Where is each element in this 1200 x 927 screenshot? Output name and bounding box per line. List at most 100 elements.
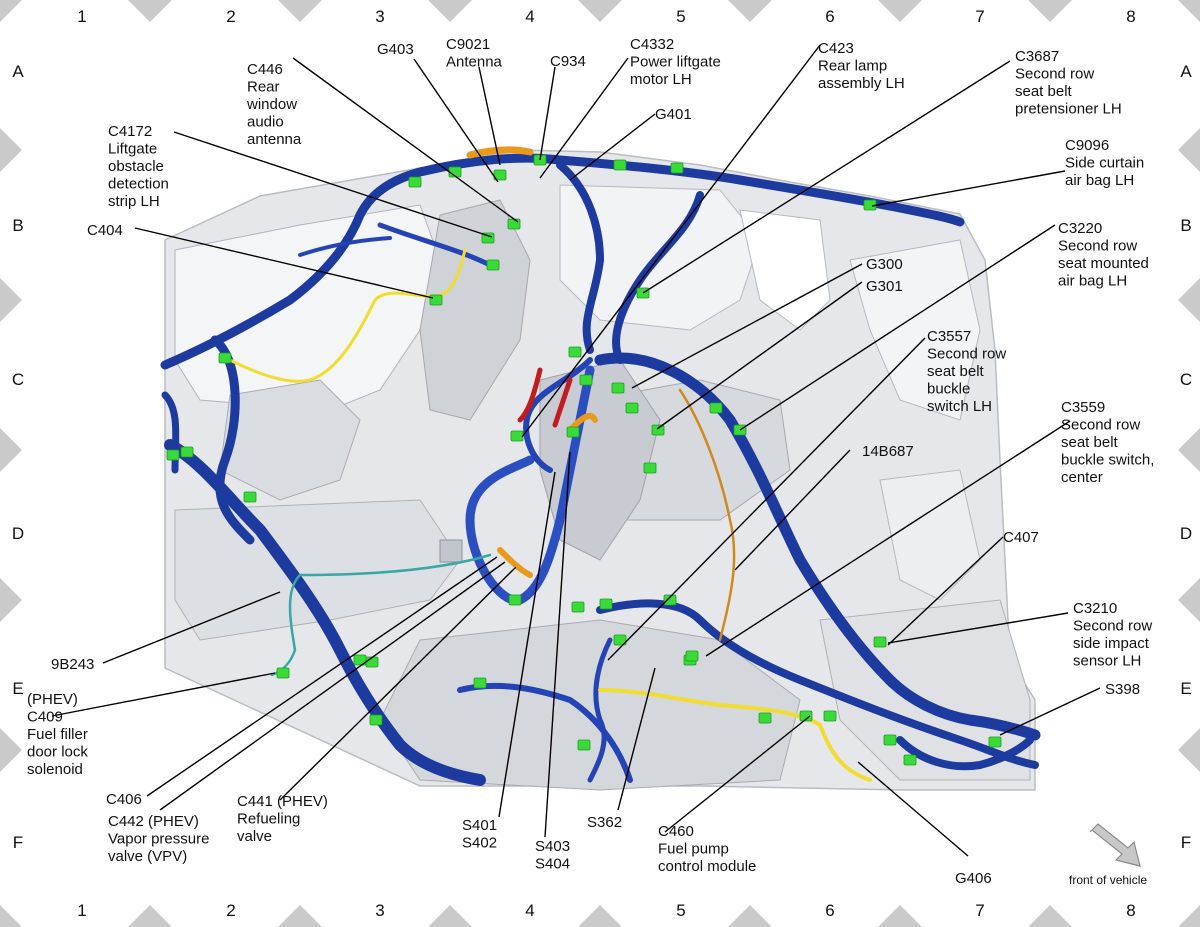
callout-line: side impact xyxy=(1073,635,1150,652)
connector-marker xyxy=(429,294,443,306)
connector-marker xyxy=(166,449,180,461)
callout-line: C404 xyxy=(87,222,123,239)
grid-row-right: B xyxy=(1180,216,1191,235)
callout-line: antenna xyxy=(247,131,302,148)
connector-marker xyxy=(579,374,593,386)
callout-line: G301 xyxy=(866,278,903,295)
grid-column-top: 5 xyxy=(676,7,685,26)
connector-marker xyxy=(988,736,1002,748)
leader-line xyxy=(705,420,1071,657)
leader-line xyxy=(539,66,556,161)
connector-marker xyxy=(663,594,677,606)
callout-line: S401 xyxy=(462,817,497,834)
callout-line: assembly LH xyxy=(818,75,905,92)
callout-s398: S398 xyxy=(1105,681,1140,698)
leader-line xyxy=(871,170,1066,207)
callout-line: C423 xyxy=(818,40,854,57)
connector-marker xyxy=(613,159,627,171)
callout-line: G406 xyxy=(955,870,992,887)
connector-marker xyxy=(670,162,684,174)
callout-line: C3557 xyxy=(927,328,971,345)
border-diamond xyxy=(728,0,772,22)
callout-g406: G406 xyxy=(955,870,992,887)
callout-g403: G403 xyxy=(377,41,414,58)
callout-line: strip LH xyxy=(108,193,160,210)
leader-line xyxy=(999,687,1101,736)
connector-marker xyxy=(276,667,290,679)
callout-line: seat belt xyxy=(1061,434,1119,451)
leader-line xyxy=(617,667,656,811)
callout-line: seat mounted xyxy=(1058,255,1149,272)
grid-row-right: E xyxy=(1180,679,1191,698)
border-diamond xyxy=(578,0,622,22)
leader-line xyxy=(656,281,863,430)
connector-marker xyxy=(625,402,639,414)
connector-marker xyxy=(510,430,524,442)
border-diamond xyxy=(0,0,22,22)
callout-c934: C934 xyxy=(550,53,586,70)
callout-g301: G301 xyxy=(866,278,903,295)
border-diamond xyxy=(578,905,622,927)
callout-line: control module xyxy=(658,858,756,875)
callout-line: 14B687 xyxy=(862,443,914,460)
connector-marker xyxy=(799,710,813,722)
grid-column-bottom: 7 xyxy=(975,901,984,920)
leader-line xyxy=(498,471,556,818)
grid-column-top: 3 xyxy=(375,7,384,26)
callout-line: valve (VPV) xyxy=(108,848,187,865)
leader-line xyxy=(102,591,281,664)
border-diamond xyxy=(1178,278,1200,322)
callout-line: valve xyxy=(237,828,272,845)
border-diamond xyxy=(878,905,922,927)
border-diamond xyxy=(278,0,322,22)
border-diamond xyxy=(278,905,322,927)
wiring-harness xyxy=(160,146,1041,786)
leader-line xyxy=(544,451,571,838)
grid-column-bottom: 5 xyxy=(676,901,685,920)
leader-line xyxy=(664,715,811,833)
connector-marker xyxy=(568,346,582,358)
leader-line xyxy=(642,60,1011,294)
callout-line: C406 xyxy=(106,791,142,808)
callout-line: S398 xyxy=(1105,681,1140,698)
callout-line: audio xyxy=(247,114,284,131)
leader-line xyxy=(173,131,493,238)
callout-line: Side curtain xyxy=(1065,155,1144,172)
leader-line xyxy=(539,57,629,179)
callout-line: sensor LH xyxy=(1073,653,1141,670)
leader-line xyxy=(478,66,501,166)
callout-line: switch LH xyxy=(927,398,992,415)
connector-marker xyxy=(481,232,495,244)
leader-line xyxy=(146,556,498,797)
grid-row-right: C xyxy=(1180,370,1192,389)
connector-marker xyxy=(507,218,521,230)
callout-line: motor LH xyxy=(630,71,692,88)
callout-line: C3220 xyxy=(1058,220,1102,237)
callout-line: air bag LH xyxy=(1058,273,1127,290)
callout-line: door lock xyxy=(27,744,88,761)
grid-column-top: 7 xyxy=(975,7,984,26)
callout-b9b243: 9B243 xyxy=(51,656,94,673)
callout-line: C407 xyxy=(1003,529,1039,546)
grid-column-top: 2 xyxy=(226,7,235,26)
border-diamond xyxy=(1028,905,1072,927)
callout-line: buckle xyxy=(927,381,970,398)
callout-line: Liftgate xyxy=(108,141,157,158)
callout-line: G401 xyxy=(655,106,692,123)
leader-line xyxy=(134,227,434,299)
callout-line: S404 xyxy=(535,856,570,873)
connector-marker xyxy=(611,382,625,394)
border-diamond xyxy=(1178,428,1200,472)
